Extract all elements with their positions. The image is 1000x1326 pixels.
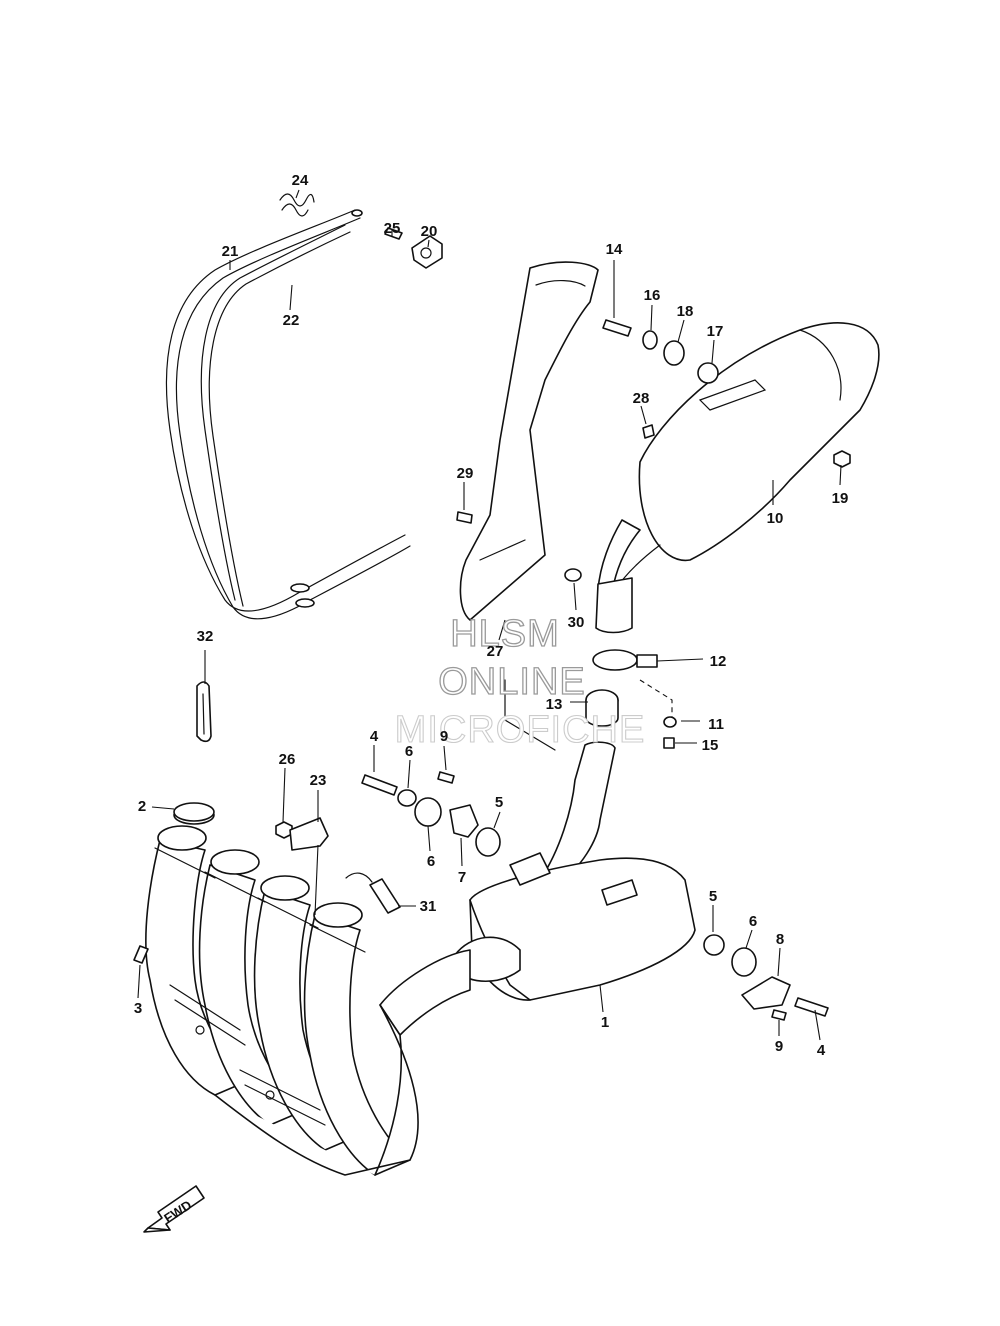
leader-lines	[137, 189, 842, 1041]
heat-shield-bolt	[456, 511, 473, 524]
callout-5a: 5	[495, 794, 503, 811]
callout-24: 24	[292, 172, 309, 189]
callout-20: 20	[421, 223, 438, 240]
callout-16: 16	[644, 287, 661, 304]
callout-19: 19	[832, 490, 849, 507]
forward-arrow-icon: FWD	[143, 1185, 205, 1233]
watermark-line-1: HLSM	[450, 613, 560, 655]
callout-7: 7	[458, 869, 466, 886]
watermark-line-3: MICROFICHE	[395, 709, 646, 751]
exhaust-gasket	[173, 802, 215, 822]
callout-32: 32	[197, 628, 214, 645]
callout-28: 28	[633, 390, 650, 407]
callout-22: 22	[283, 312, 300, 329]
callout-4a: 4	[370, 728, 379, 745]
chamber-mount-lower	[703, 934, 829, 1021]
callout-6c: 6	[749, 913, 757, 930]
callout-6a: 6	[405, 743, 413, 760]
muffler-mount-hardware	[602, 319, 851, 468]
oxygen-sensor	[345, 872, 401, 914]
callout-2: 2	[138, 798, 146, 815]
callout-12: 12	[710, 653, 727, 670]
callout-labels: 1 2 3 4 4 5 5 6 6 6 7 8 9 9 10 11 12 13 …	[134, 172, 849, 1059]
callout-1: 1	[601, 1014, 609, 1031]
callout-8: 8	[776, 931, 784, 948]
callout-11: 11	[708, 716, 724, 733]
exhaust-chamber	[379, 679, 696, 1036]
cable-strap	[196, 681, 212, 743]
throttle-cables	[165, 209, 411, 620]
cable-pulley-bracket	[384, 227, 443, 269]
muffler	[595, 322, 880, 634]
callout-21: 21	[222, 243, 239, 260]
callout-31: 31	[420, 898, 437, 915]
shield-nut	[564, 568, 582, 582]
callout-18: 18	[677, 303, 694, 320]
header-bracket	[289, 817, 329, 851]
callout-17: 17	[707, 323, 724, 340]
header-stud	[133, 945, 149, 964]
chamber-mount-upper	[361, 771, 501, 857]
cable-clip	[279, 193, 315, 217]
callout-4b: 4	[817, 1042, 826, 1059]
watermark-line-2: ONLINE	[438, 661, 585, 703]
connector-clamp-set	[585, 649, 677, 749]
callout-23: 23	[310, 772, 327, 789]
callout-9a: 9	[440, 728, 448, 745]
watermark: HLSM ONLINE MICROFICHE	[394, 612, 646, 751]
callout-5b: 5	[709, 888, 717, 905]
callout-10: 10	[767, 510, 784, 527]
callout-6b: 6	[427, 853, 435, 870]
callout-13: 13	[546, 696, 563, 713]
callout-15: 15	[702, 737, 719, 754]
muffler-heat-shield	[459, 261, 599, 621]
callout-3: 3	[134, 1000, 142, 1017]
callout-27: 27	[487, 643, 504, 660]
callout-30: 30	[568, 614, 585, 631]
shield-clip	[642, 424, 655, 439]
callout-29: 29	[457, 465, 474, 482]
callout-9b: 9	[775, 1038, 783, 1055]
callout-26: 26	[279, 751, 296, 768]
callout-14: 14	[606, 241, 623, 258]
callout-25: 25	[384, 220, 401, 237]
exhaust-header-pipes	[145, 805, 419, 1176]
